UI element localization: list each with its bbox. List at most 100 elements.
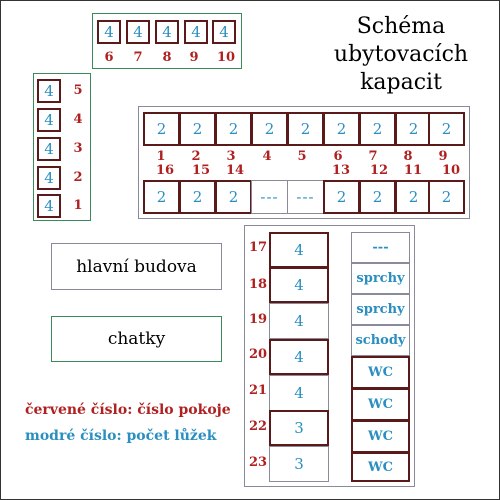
room-number-3: 3 [73, 141, 83, 156]
room-4[interactable]: 4 [37, 108, 61, 132]
room-23[interactable]: 3 [269, 446, 329, 482]
room-8[interactable]: 4 [155, 20, 179, 44]
room-7-main[interactable]: 2 [359, 112, 396, 146]
room-11-main[interactable]: 2 [395, 180, 432, 214]
service-showers-1[interactable]: sprchy [351, 263, 410, 294]
room-10-main[interactable]: 2 [428, 180, 465, 214]
room-main-2-beds: 2 [192, 120, 203, 138]
room-number-main-15: 15 [191, 163, 211, 178]
room-number-main-9: 9 [438, 149, 448, 164]
title-line-2: ubytovacích kapacit [333, 42, 469, 95]
room-number-main-16: 16 [155, 163, 175, 178]
room-19-beds: 4 [294, 312, 304, 330]
legend-red-number: červené číslo: číslo pokoje [25, 402, 231, 418]
room-17[interactable]: 4 [269, 232, 329, 268]
service-wc-4[interactable]: WC [351, 452, 410, 482]
legend-main-building-label: hlavní budova [76, 256, 197, 277]
room-number-1: 1 [73, 198, 83, 213]
room-1-main[interactable]: 2 [143, 112, 180, 146]
room-18[interactable]: 4 [269, 267, 329, 303]
room-number-10: 10 [216, 50, 236, 65]
room-6-main[interactable]: 2 [323, 112, 360, 146]
room-number-2: 2 [73, 170, 83, 185]
corridor-space-1-label: --- [260, 188, 279, 206]
room-number-4: 4 [73, 112, 83, 127]
room-number-main-6: 6 [333, 149, 343, 164]
service-wc-2[interactable]: WC [351, 388, 410, 421]
room-16-main[interactable]: 2 [143, 180, 180, 214]
room-main-7-beds: 2 [372, 120, 383, 138]
room-19[interactable]: 4 [269, 303, 329, 339]
room-main-16-beds: 2 [156, 188, 167, 206]
room-number-main-7: 7 [368, 149, 378, 164]
room-7[interactable]: 4 [126, 20, 150, 44]
room-22[interactable]: 3 [269, 410, 329, 446]
service-showers-1-label: sprchy [356, 271, 405, 286]
room-number-main-11: 11 [403, 163, 423, 178]
room-20[interactable]: 4 [269, 339, 329, 375]
room-2[interactable]: 4 [37, 166, 61, 190]
room-3-main[interactable]: 2 [215, 112, 252, 146]
room-10-beds: 4 [219, 23, 229, 41]
room-9-beds: 4 [191, 23, 201, 41]
lower-building-block [244, 225, 415, 487]
room-2-main[interactable]: 2 [179, 112, 216, 146]
cabins-top-row [92, 13, 242, 69]
room-21-beds: 4 [294, 384, 304, 402]
room-2-beds: 4 [44, 169, 54, 187]
service-wc-2-label: WC [368, 397, 393, 412]
room-main-8-beds: 2 [408, 120, 419, 138]
room-number-23: 23 [248, 455, 268, 470]
service-wc-3-label: WC [368, 429, 393, 444]
service-wc-1-label: WC [368, 365, 393, 380]
room-3-beds: 4 [44, 140, 54, 158]
service-hall-label: --- [372, 240, 389, 255]
room-15-main[interactable]: 2 [179, 180, 216, 214]
service-showers-2[interactable]: sprchy [351, 294, 410, 325]
service-stairs-label: schody [355, 333, 406, 348]
room-1[interactable]: 4 [37, 194, 61, 218]
room-18-beds: 4 [294, 276, 304, 294]
room-4-main[interactable]: 2 [251, 112, 288, 146]
room-number-7: 7 [133, 50, 143, 65]
room-5[interactable]: 4 [37, 79, 61, 103]
room-10[interactable]: 4 [212, 20, 236, 44]
title-line-1: Schéma [356, 14, 446, 39]
room-number-main-5: 5 [297, 149, 307, 164]
room-5-beds: 4 [44, 82, 54, 100]
legend-cabins: chatky [51, 316, 222, 362]
room-14-main[interactable]: 2 [215, 180, 252, 214]
room-13-main[interactable]: 2 [323, 180, 360, 214]
room-6-beds: 4 [104, 23, 114, 41]
service-wc-3[interactable]: WC [351, 420, 410, 453]
room-number-main-4: 4 [262, 149, 272, 164]
legend-blue-number: modré číslo: počet lůžek [25, 428, 217, 444]
room-number-19: 19 [248, 312, 268, 327]
service-wc-1[interactable]: WC [351, 356, 410, 389]
room-main-5-beds: 2 [300, 120, 311, 138]
room-number-5: 5 [73, 83, 83, 98]
room-number-8: 8 [162, 50, 172, 65]
room-main-6-beds: 2 [336, 120, 347, 138]
room-9-main[interactable]: 2 [428, 112, 465, 146]
room-6[interactable]: 4 [97, 20, 121, 44]
room-17-beds: 4 [294, 241, 304, 259]
room-number-21: 21 [248, 383, 268, 398]
room-12-main[interactable]: 2 [359, 180, 396, 214]
corridor-space-2-label: --- [296, 188, 315, 206]
room-main-1-beds: 2 [156, 120, 167, 138]
corridor-space-1: --- [251, 180, 288, 214]
room-5-main[interactable]: 2 [287, 112, 324, 146]
room-20-beds: 4 [294, 348, 304, 366]
room-number-main-14: 14 [225, 163, 245, 178]
room-21[interactable]: 4 [269, 375, 329, 411]
room-9[interactable]: 4 [184, 20, 208, 44]
legend-main-building: hlavní budova [51, 243, 222, 290]
room-8-main[interactable]: 2 [395, 112, 432, 146]
room-main-15-beds: 2 [192, 188, 203, 206]
service-showers-2-label: sprchy [356, 302, 405, 317]
room-number-main-13: 13 [331, 163, 351, 178]
service-stairs[interactable]: schody [351, 325, 410, 356]
room-main-13-beds: 2 [336, 188, 347, 206]
room-3[interactable]: 4 [37, 137, 61, 161]
